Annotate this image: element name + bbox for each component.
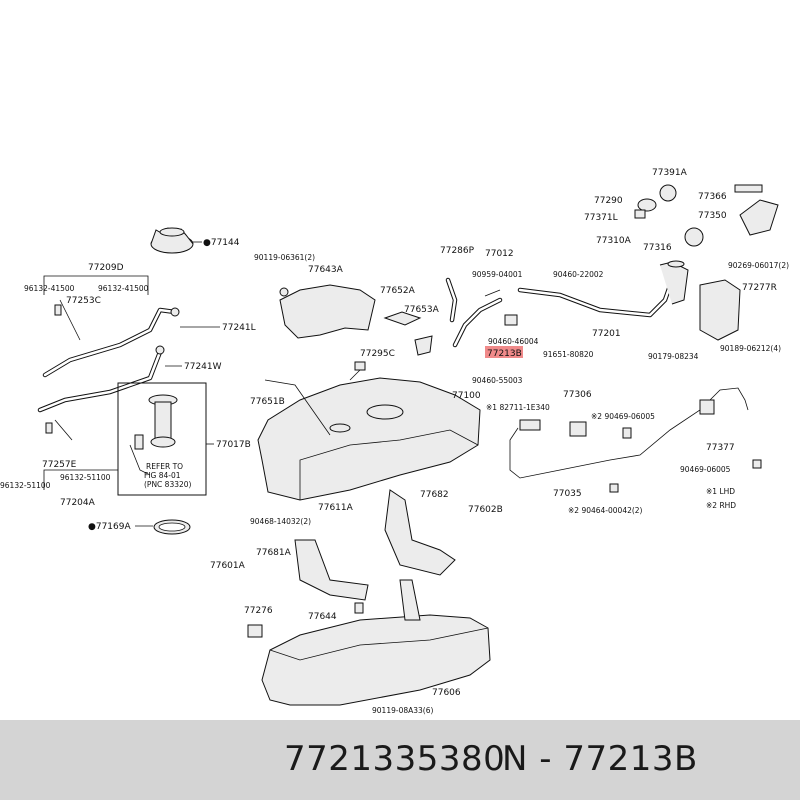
label-rhd: ※2 RHD bbox=[706, 501, 736, 510]
label-77213B: 77213B bbox=[487, 349, 522, 359]
label-77366: 77366 bbox=[698, 192, 727, 202]
sender-harness bbox=[509, 387, 762, 493]
protector-77653A bbox=[414, 335, 433, 356]
fuel-pump-module bbox=[117, 382, 207, 496]
label-77277R: 77277R bbox=[742, 283, 777, 293]
label-77606: 77606 bbox=[432, 688, 461, 698]
tank-straps bbox=[294, 489, 456, 601]
label-77602B: 77602B bbox=[468, 505, 503, 515]
label-90460-22002: 90460-22002 bbox=[553, 270, 604, 279]
label-77253C: 77253C bbox=[66, 296, 101, 306]
label-90460-46004: 90460-46004 bbox=[488, 337, 539, 346]
label-77306: 77306 bbox=[563, 390, 592, 400]
label-77257E: 77257E bbox=[42, 460, 77, 470]
label-90119-08A33: 90119-08A33(6) bbox=[372, 706, 433, 715]
label-77241W: 77241W bbox=[184, 362, 222, 372]
label-96132-41500-b: 96132-41500 bbox=[98, 284, 149, 293]
reference-code: N - 77213B bbox=[502, 739, 698, 779]
label-77601A: 77601A bbox=[210, 561, 246, 571]
label-90269: 90269-06017(2) bbox=[728, 261, 789, 270]
label-77290: 77290 bbox=[594, 196, 623, 206]
label-77611A: 77611A bbox=[318, 503, 354, 513]
part-number: 7721335380 bbox=[284, 739, 506, 779]
pump-lock-ring bbox=[150, 227, 194, 254]
highlight-77213B[interactable] bbox=[485, 346, 523, 358]
label-96132-41500-a: 96132-41500 bbox=[24, 284, 75, 293]
label-77310A: 77310A bbox=[596, 236, 632, 246]
label-77653A: 77653A bbox=[404, 305, 440, 315]
label-77350: 77350 bbox=[698, 211, 727, 221]
label-90469-06005-b: 90469-06005 bbox=[680, 465, 731, 474]
label-77391A: 77391A bbox=[652, 168, 688, 178]
label-90959-04001: 90959-04001 bbox=[472, 270, 523, 279]
label-77681A: 77681A bbox=[256, 548, 292, 558]
label-90469-06005-a: ※2 90469-06005 bbox=[591, 412, 655, 421]
label-77316: 77316 bbox=[643, 243, 672, 253]
label-90179: 90179-08234 bbox=[648, 352, 699, 361]
label-77643A: 77643A bbox=[308, 265, 344, 275]
label-77204A: 77204A bbox=[60, 498, 96, 508]
label-77377: 77377 bbox=[706, 443, 735, 453]
label-pnc: (PNC 83320) bbox=[144, 480, 192, 489]
label-77651B: 77651B bbox=[250, 397, 285, 407]
label-fig: FIG 84-01 bbox=[144, 471, 181, 480]
label-77012: 77012 bbox=[485, 249, 514, 259]
label-90460-55003: 90460-55003 bbox=[472, 376, 523, 385]
label-refer-to: REFER TO bbox=[146, 462, 183, 471]
label-77241L: 77241L bbox=[222, 323, 256, 333]
protector-77652A bbox=[383, 311, 422, 326]
label-82711: ※1 82711-1E340 bbox=[486, 403, 550, 412]
fuel-tank bbox=[257, 361, 481, 501]
label-90119-06361: 90119-06361(2) bbox=[254, 253, 315, 262]
tank-bracket bbox=[279, 284, 376, 339]
label-77201: 77201 bbox=[592, 329, 621, 339]
label-90468: 90468-14032(2) bbox=[250, 517, 311, 526]
label-96132-51100-a: 96132-51100 bbox=[0, 481, 51, 490]
label-77209D: 77209D bbox=[88, 263, 124, 273]
label-77371L: 77371L bbox=[584, 213, 618, 223]
footer-bar: 7721335380 N - 77213B bbox=[0, 720, 800, 800]
tank-protector bbox=[247, 579, 491, 706]
label-96132-51100-b: 96132-51100 bbox=[60, 473, 111, 482]
label-90464: ※2 90464-00042(2) bbox=[568, 506, 643, 515]
label-90189: 90189-06212(4) bbox=[720, 344, 781, 353]
label-77286P: 77286P bbox=[440, 246, 475, 256]
label-77169A: ●77169A bbox=[88, 522, 131, 532]
label-77644: 77644 bbox=[308, 612, 337, 622]
label-91651-80820: 91651-80820 bbox=[543, 350, 594, 359]
label-77276: 77276 bbox=[244, 606, 273, 616]
label-77144: ●77144 bbox=[203, 238, 240, 248]
label-77682: 77682 bbox=[420, 490, 449, 500]
label-77017B: 77017B bbox=[216, 440, 251, 450]
fuel-line-assembly bbox=[37, 299, 180, 441]
label-lhd: ※1 LHD bbox=[706, 487, 735, 496]
label-77652A: 77652A bbox=[380, 286, 416, 296]
filler-hose-group bbox=[445, 260, 689, 348]
label-77100: 77100 bbox=[452, 391, 481, 401]
parts-diagram: ●77144 77209D 96132-41500 96132-41500 77… bbox=[0, 168, 789, 715]
label-77035: 77035 bbox=[553, 489, 582, 499]
label-77295C: 77295C bbox=[360, 349, 395, 359]
filler-cap-parts bbox=[634, 184, 779, 341]
